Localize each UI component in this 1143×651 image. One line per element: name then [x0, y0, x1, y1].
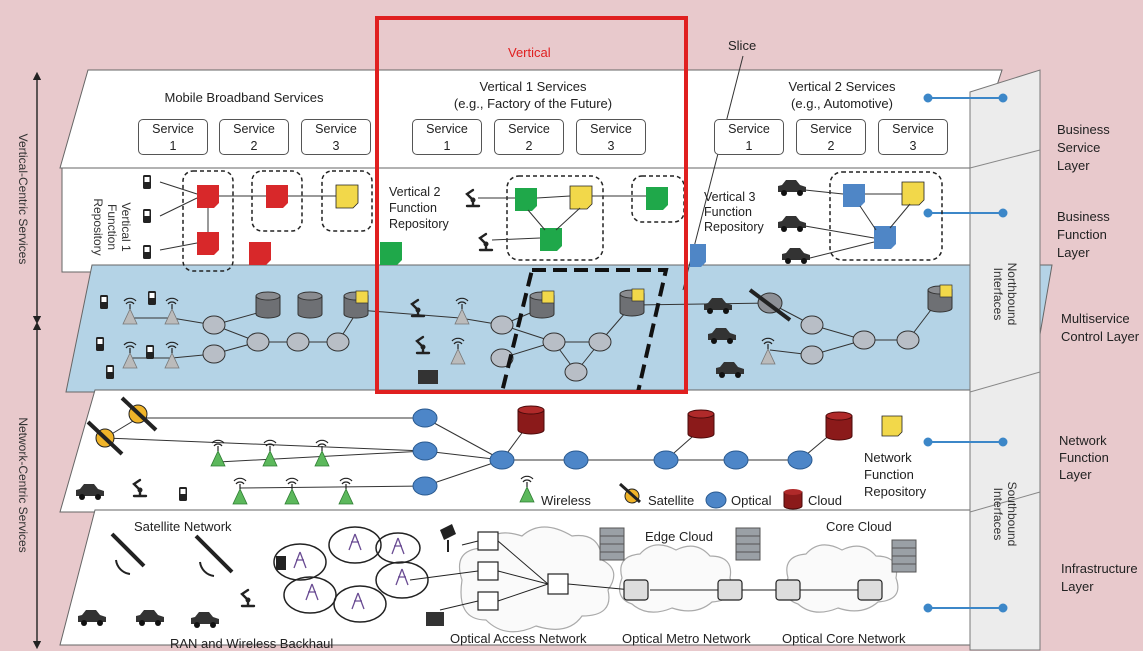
- vertical1-services-title: Vertical 1 Services: [479, 79, 587, 94]
- optical-access-label: Optical Access Network: [450, 631, 587, 646]
- control-layer-network: [130, 292, 941, 382]
- mobile-broadband-title: Mobile Broadband Services: [164, 90, 324, 105]
- vertical2-repository-label: Vertical 2 Function Repository: [389, 185, 449, 231]
- vertical-centric-label: Vertical-Centric Services: [16, 133, 30, 265]
- legend-cloud: Cloud: [808, 493, 842, 508]
- vertical1-repository-label: Vertical 1 Function Repository: [91, 198, 133, 256]
- vertical3-functions: [690, 171, 943, 267]
- optical-core-label: Optical Core Network: [782, 631, 906, 646]
- network-centric-label: Network-Centric Services: [16, 417, 30, 553]
- vertical1-functions: [143, 170, 373, 272]
- legend-icons: [519, 475, 803, 510]
- interfaces-column: [969, 69, 1041, 651]
- edge-cloud-label: Edge Cloud: [645, 529, 713, 544]
- slice-label: Slice: [728, 38, 757, 53]
- vertical-label: Vertical: [508, 45, 551, 60]
- vertical1-services-example: (e.g., Factory of the Future): [453, 96, 613, 111]
- network-function-endpoints: [76, 396, 903, 505]
- ran-backhaul-label: RAN and Wireless Backhaul: [170, 636, 334, 651]
- business-function-plate: [61, 167, 971, 273]
- vertical2-services-title: Vertical 2 Services: [788, 79, 896, 94]
- legend-wireless: Wireless: [541, 493, 591, 508]
- legend-optical: Optical: [731, 493, 772, 508]
- optical-metro-label: Optical Metro Network: [622, 631, 751, 646]
- interface-links: [923, 93, 1008, 613]
- infrastructure-drawing: [78, 524, 917, 633]
- vertical3-repository-label: Vertical 3 Function Repository: [704, 190, 764, 234]
- legend-satellite: Satellite: [648, 493, 695, 508]
- vertical2-functions: [380, 175, 685, 265]
- control-layer-servers: [255, 284, 953, 319]
- vertical2-services-example: (e.g., Automotive): [791, 96, 893, 111]
- satellite-network-label: Satellite Network: [134, 519, 232, 534]
- control-layer-endpoints: [96, 288, 792, 384]
- core-cloud-label: Core Cloud: [826, 519, 892, 534]
- vertical-highlight-box: [375, 16, 688, 394]
